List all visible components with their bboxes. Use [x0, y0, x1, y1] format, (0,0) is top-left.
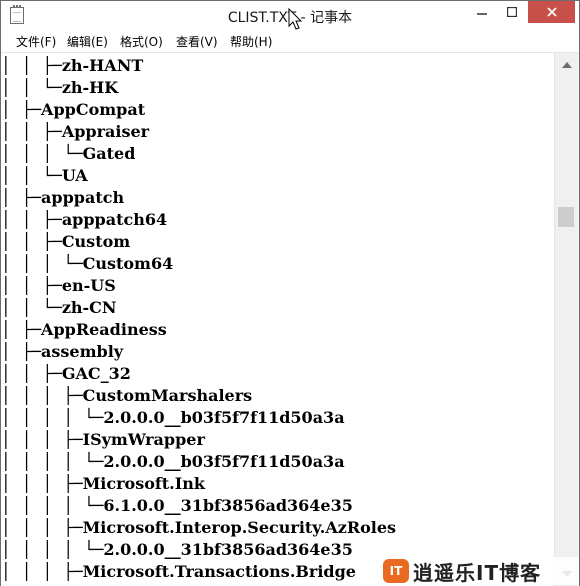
scrollbar-thumb[interactable]	[558, 207, 574, 227]
text-line: │ │ ├─en-US	[1, 276, 116, 295]
document-text: │ │ ├─zh-HANT │ │ └─zh-HK │ ├─AppCompat …	[1, 53, 554, 586]
text-line: │ │ ├─zh-HANT	[1, 56, 144, 75]
text-line: │ │ └─zh-CN	[1, 298, 117, 317]
text-line: │ │ │ └─Gated	[1, 144, 136, 163]
close-icon	[546, 7, 557, 17]
watermark-text: 逍遥乐IT博客	[413, 560, 542, 585]
text-line: │ │ ├─Custom	[1, 232, 131, 251]
text-line: │ ├─apppatch	[1, 188, 125, 207]
text-line: │ │ │ ├─Microsoft.Transactions.Bridge	[1, 562, 356, 581]
text-line: │ │ ├─Appraiser	[1, 122, 150, 141]
text-line: │ │ │ │ └─2.0.0.0__b03f5f7f11d50a3a	[1, 408, 345, 427]
menu-format[interactable]: 格式(O)	[120, 35, 163, 49]
text-line: │ │ │ ├─Microsoft.Interop.Security.AzRol…	[1, 518, 397, 537]
text-line: │ │ │ ├─Microsoft.Ink	[1, 474, 205, 493]
maximize-button[interactable]	[498, 1, 526, 23]
text-line: │ ├─assembly	[1, 342, 124, 361]
text-line: │ ├─AppReadiness	[1, 320, 167, 339]
text-line: │ │ └─zh-HK	[1, 78, 119, 97]
text-line: │ │ │ │ └─6.1.0.0__31bf3856ad364e35	[1, 496, 353, 515]
maximize-icon	[507, 7, 517, 17]
close-button[interactable]	[528, 1, 575, 23]
text-line: │ ├─AppCompat	[1, 100, 146, 119]
mouse-cursor-icon	[288, 8, 302, 30]
menu-view[interactable]: 查看(V)	[176, 35, 218, 49]
text-line: │ │ │ ├─ISymWrapper	[1, 430, 205, 449]
scroll-up-arrow-icon[interactable]	[562, 62, 572, 68]
text-line: │ │ │ └─Custom64	[1, 254, 174, 273]
menu-help[interactable]: 帮助(H)	[230, 35, 273, 49]
text-editor-area[interactable]: │ │ ├─zh-HANT │ │ └─zh-HK │ ├─AppCompat …	[1, 53, 554, 586]
text-line: │ │ ├─GAC_32	[1, 364, 131, 383]
menu-edit[interactable]: 编辑(E)	[67, 35, 108, 49]
site-watermark: IT 逍遥乐IT博客	[383, 557, 579, 585]
minimize-button[interactable]	[467, 1, 497, 23]
menu-file[interactable]: 文件(F)	[16, 35, 57, 49]
vertical-scrollbar[interactable]	[554, 53, 579, 586]
text-line: │ │ └─UA	[1, 166, 88, 185]
text-line: │ │ │ │ └─2.0.0.0__b03f5f7f11d50a3a	[1, 452, 345, 471]
notepad-icon[interactable]	[10, 5, 24, 24]
text-line: │ │ ├─apppatch64	[1, 210, 168, 229]
minimize-icon	[477, 13, 487, 15]
watermark-logo: IT	[383, 559, 409, 583]
text-line: │ │ │ ├─CustomMarshalers	[1, 386, 253, 405]
text-line: │ │ │ │ └─2.0.0.0__31bf3856ad364e35	[1, 540, 353, 559]
menu-bar: 文件(F) 编辑(E) 格式(O) 查看(V) 帮助(H)	[1, 31, 579, 53]
title-bar[interactable]: CLIST.TXT - 记事本	[1, 1, 579, 31]
